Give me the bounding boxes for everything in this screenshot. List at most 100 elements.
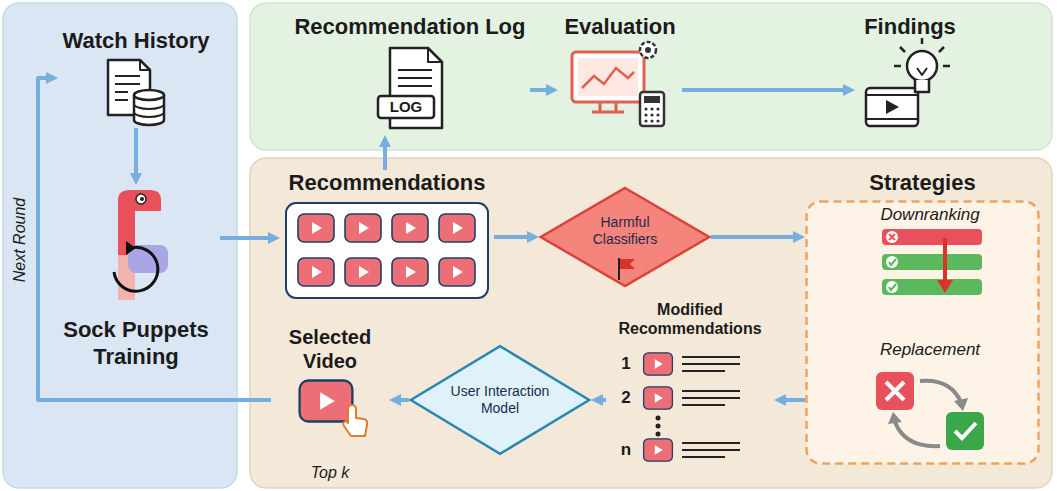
watch-history-icon-part <box>134 95 164 125</box>
flow-arrow <box>134 128 138 179</box>
downranking-icon-part <box>882 279 982 295</box>
watch-history-icon-part <box>134 90 164 100</box>
findings-icon-part <box>894 38 950 66</box>
edge-label: Next Round <box>10 198 29 283</box>
evaluation-icon-part <box>645 47 651 53</box>
dashed-box <box>807 202 1039 464</box>
evaluation-icon-part <box>650 107 653 110</box>
replacement-icon-part <box>886 382 904 400</box>
selected-video-icon-part <box>343 405 367 436</box>
recommendation-grid <box>286 203 488 298</box>
watch-history-icon-part <box>140 60 150 70</box>
flow-arrow <box>383 141 387 170</box>
evaluation-icon <box>572 42 664 126</box>
process-node: Sock Puppets Training <box>52 185 220 370</box>
watch-history-icon <box>108 60 164 125</box>
downranking-icon-part <box>882 254 982 270</box>
recommendation-grid-part <box>345 258 381 286</box>
downranking-icon-part <box>882 229 982 245</box>
downranking-icon <box>882 229 982 295</box>
sock-puppet-icon-part <box>126 241 136 255</box>
node-label: Downranking <box>880 205 979 225</box>
sock-puppet-icon-part <box>140 197 144 201</box>
connectors <box>38 78 849 400</box>
findings-icon-part <box>907 51 937 81</box>
label-holder: 1 <box>621 354 630 374</box>
dashed-outline <box>805 200 1040 465</box>
downranking-icon-part <box>886 231 898 243</box>
findings-icon-part <box>886 100 899 114</box>
output-node: Recommendation Log <box>290 14 530 135</box>
evaluation-icon-part <box>644 107 647 110</box>
node-label: Replacement <box>880 340 980 360</box>
node-label: Harmful Classifiers <box>578 214 673 248</box>
watch-history-icon-part <box>115 83 140 85</box>
sock-puppet-icon-part <box>114 247 158 291</box>
recommendation-grid-part <box>439 214 475 242</box>
log-file-icon-part <box>398 85 432 87</box>
selection-node: Selected VideoTop k <box>271 325 389 482</box>
log-file-icon-part <box>428 48 442 62</box>
replacement-icon-part <box>876 372 914 410</box>
downranking-icon-part <box>889 284 896 290</box>
flag-icon <box>619 258 635 280</box>
watch-history-icon-part <box>115 75 140 77</box>
sock-puppet-icon-part <box>118 255 135 300</box>
recommendation-grid-part <box>439 258 475 286</box>
flow-arrow <box>530 88 552 92</box>
evaluation-icon-part <box>640 92 664 126</box>
sock-puppet-icon-part <box>128 245 168 273</box>
flow-arrow <box>38 78 271 400</box>
evaluation-icon-part <box>644 113 647 116</box>
recommendation-grid-part <box>286 203 488 298</box>
modified-list-icons-part <box>656 424 661 429</box>
node-label: Watch History <box>62 28 209 54</box>
downranking-icon-part <box>889 259 896 265</box>
evaluation-icon-part <box>572 52 644 102</box>
watch-history-icon-part <box>134 104 164 117</box>
evaluation-icon-part <box>582 68 634 88</box>
evaluation-icon-part <box>640 42 656 58</box>
list-number: 2 <box>621 388 630 408</box>
flow-arrow <box>711 235 799 239</box>
node-sublabel: Top k <box>311 463 350 482</box>
flow-arrow <box>780 398 805 402</box>
modified-list-icons-part <box>656 432 661 437</box>
evaluation-icon-part <box>656 113 659 116</box>
evaluation-icon-part <box>656 107 659 110</box>
flow-arrow <box>682 88 849 92</box>
strategy-group: StrategiesDownrankingReplacement <box>805 170 1040 465</box>
log-file-icon <box>378 48 442 128</box>
watch-history-icon-part <box>108 60 150 115</box>
downranking-icon-part <box>889 234 895 240</box>
replacement-icon-part <box>954 398 968 411</box>
log-file-icon-part <box>390 48 442 128</box>
diamond-text-holder: User Interaction Model <box>450 383 550 417</box>
decision-diamond: User Interaction Model <box>409 345 591 455</box>
pipeline-panel <box>250 158 1052 488</box>
node-label: Evaluation <box>564 14 675 40</box>
node-label: Strategies <box>869 170 975 196</box>
modified-list-icons-part <box>682 391 740 405</box>
recommendation-grid-part <box>345 214 381 242</box>
findings-icon <box>866 38 950 126</box>
findings-icon-part <box>915 80 929 92</box>
evaluation-icon-part <box>644 119 647 122</box>
recommendation-grid-part <box>298 258 334 286</box>
modified-list-icons-part <box>656 416 661 421</box>
evaluation-icon-part <box>650 119 653 122</box>
evaluation-panel <box>250 3 1052 150</box>
findings-icon-part <box>917 68 927 75</box>
sock-puppet-icon <box>114 190 168 300</box>
replacement-icon-part <box>895 422 940 446</box>
replacement-icon-part <box>888 412 902 424</box>
node-label: Sock Puppets Training <box>52 317 220 370</box>
diamond-shape <box>411 346 589 454</box>
evaluation-icon-part <box>592 102 624 112</box>
evaluation-icon-part <box>656 119 659 122</box>
node-label: Modified Recommendations <box>606 300 774 338</box>
